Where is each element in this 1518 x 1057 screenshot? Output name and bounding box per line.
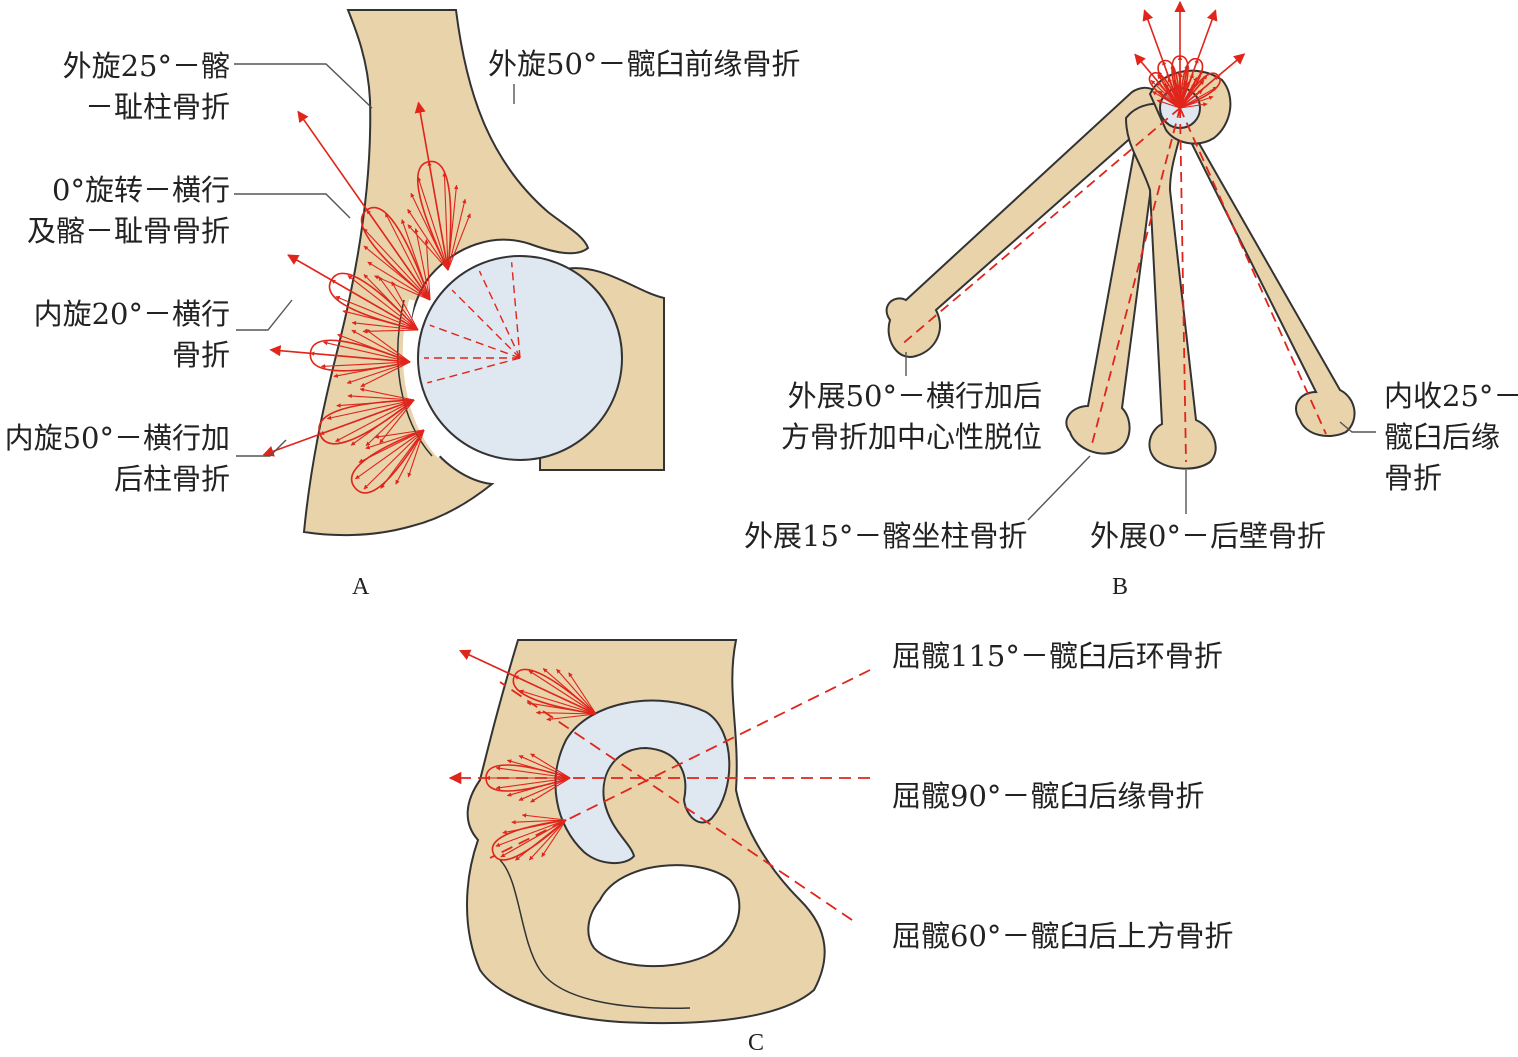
label-c-flex60: 屈髋60°－髋臼后上方骨折 xyxy=(892,919,1234,953)
panel-c-figure xyxy=(448,639,871,1025)
panel-c-letter: C xyxy=(748,1030,765,1056)
panel-a-letter: A xyxy=(352,574,370,600)
label-b-abd50: 外展50°－横行加后方骨折加中心性脱位 xyxy=(780,379,1042,454)
panel-b-force-vectors xyxy=(1134,0,1246,109)
panel-b-figure xyxy=(885,0,1356,470)
panel-a-figure xyxy=(262,9,665,537)
panel-a-iliac-bone xyxy=(302,9,590,537)
label-a-introt20: 内旋20°－横行骨折 xyxy=(33,297,230,372)
panel-c-force-vectors xyxy=(459,649,597,861)
panel-a-force-vectors xyxy=(262,101,521,494)
label-a-extrot25: 外旋25°－髂－耻柱骨折 xyxy=(62,49,230,124)
label-b-abd15: 外展15°－髂坐柱骨折 xyxy=(744,519,1028,553)
label-a-rot0: 0°旋转－横行及髂－耻骨骨折 xyxy=(26,173,230,248)
label-a-introt50: 内旋50°－横行加后柱骨折 xyxy=(4,421,230,496)
label-c-flex115: 屈髋115°－髋臼后环骨折 xyxy=(892,639,1223,673)
panel-b-letter: B xyxy=(1112,574,1129,600)
label-c-flex90: 屈髋90°－髋臼后缘骨折 xyxy=(892,779,1205,813)
label-b-add25: 内收25°－髋臼后缘骨折 xyxy=(1384,379,1518,495)
panel-c-lunate-surface xyxy=(554,699,731,864)
panel-c-obturator-foramen xyxy=(587,864,741,968)
label-a-extrot50: 外旋50°－髋臼前缘骨折 xyxy=(488,47,801,81)
label-b-abd0: 外展0°－后壁骨折 xyxy=(1090,519,1326,553)
leader-lines xyxy=(234,63,1376,521)
